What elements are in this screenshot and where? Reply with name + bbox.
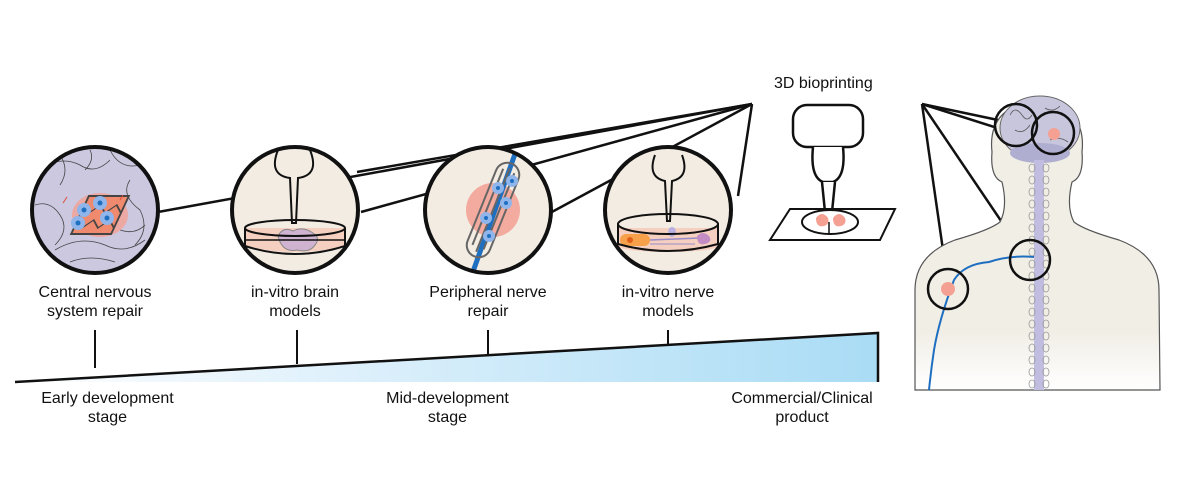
vertebra bbox=[1028, 163, 1036, 173]
brain-models-illustration bbox=[230, 145, 360, 275]
app-label-peripheral: Peripheral nerve repair bbox=[413, 283, 563, 321]
vertebra bbox=[1028, 187, 1036, 197]
cell-icons bbox=[480, 175, 518, 242]
vertebra bbox=[1042, 307, 1050, 317]
vertebra bbox=[1042, 319, 1050, 329]
vertebra bbox=[1028, 319, 1036, 329]
stage-label-line: stage bbox=[427, 409, 468, 426]
vertebra bbox=[1028, 295, 1036, 305]
app-label-nerve-models: in-vitro nerve models bbox=[593, 283, 743, 321]
app-label-line: Peripheral nerve bbox=[429, 284, 547, 301]
bioprinter-illustration bbox=[768, 103, 897, 241]
vertebra bbox=[1042, 295, 1050, 305]
vertebra bbox=[1028, 211, 1036, 221]
vertebra bbox=[1042, 235, 1050, 245]
human-body-illustration bbox=[914, 95, 1161, 391]
vertebra bbox=[1042, 379, 1050, 389]
vertebra bbox=[1028, 259, 1036, 269]
vertebrae bbox=[1028, 163, 1050, 389]
connector-brain-models-top bbox=[356, 102, 753, 174]
app-label-cns: Central nervous system repair bbox=[20, 283, 170, 321]
stage-label-line: Early development bbox=[41, 390, 174, 407]
vertebra bbox=[1028, 343, 1036, 353]
vertebra bbox=[1028, 307, 1036, 317]
vertebra bbox=[1042, 367, 1050, 377]
vertebra bbox=[1028, 283, 1036, 293]
stage-label-early: Early development stage bbox=[20, 389, 195, 427]
stage-label-line: Commercial/Clinical bbox=[731, 390, 873, 407]
brain-zoom-circle-2 bbox=[1030, 110, 1076, 156]
bioprinting-title: 3D bioprinting bbox=[774, 75, 873, 92]
stage-label-line: product bbox=[775, 409, 829, 426]
stage-label-line: stage bbox=[87, 409, 128, 426]
vertebra bbox=[1042, 199, 1050, 209]
app-label-line: repair bbox=[467, 303, 509, 320]
peripheral-nerve-path bbox=[928, 255, 1035, 391]
vertebra bbox=[1028, 175, 1036, 185]
peripheral-nerve-illustration bbox=[423, 145, 553, 275]
vertebra bbox=[1028, 367, 1036, 377]
stage-ticks bbox=[94, 330, 669, 368]
vertebra bbox=[1028, 331, 1036, 341]
spine-zoom-circle bbox=[1008, 238, 1052, 282]
vertebra bbox=[1042, 187, 1050, 197]
connector-nerve-models bbox=[736, 103, 754, 197]
app-label-brain-models: in-vitro brain models bbox=[220, 283, 370, 321]
vertebra bbox=[1028, 379, 1036, 389]
app-label-line: models bbox=[269, 303, 321, 320]
cns-repair-illustration bbox=[30, 145, 160, 275]
app-label-line: in-vitro nerve bbox=[621, 284, 715, 301]
app-label-line: models bbox=[642, 303, 694, 320]
vertebra bbox=[1042, 223, 1050, 233]
vertebra bbox=[1042, 283, 1050, 293]
vertebra bbox=[1028, 355, 1036, 365]
vertebra bbox=[1042, 163, 1050, 173]
vertebra bbox=[1042, 175, 1050, 185]
app-label-line: in-vitro brain bbox=[250, 284, 340, 301]
stage-label-mid: Mid-development stage bbox=[370, 389, 525, 427]
vertebra bbox=[1042, 355, 1050, 365]
brain-zoom-circle-1 bbox=[993, 102, 1039, 148]
stage-label-commercial: Commercial/Clinical product bbox=[712, 389, 892, 427]
arm-zoom-circle bbox=[926, 267, 970, 311]
stage-label-line: Mid-development bbox=[386, 390, 509, 407]
vertebra bbox=[1028, 223, 1036, 233]
nerve-models-illustration bbox=[603, 145, 733, 275]
vertebra bbox=[1042, 331, 1050, 341]
vertebra bbox=[1028, 199, 1036, 209]
spinal-cord bbox=[1034, 160, 1044, 390]
vertebra bbox=[1042, 343, 1050, 353]
cell-icons bbox=[71, 196, 114, 230]
app-label-line: system repair bbox=[46, 303, 144, 320]
vertebra bbox=[1042, 211, 1050, 221]
app-label-line: Central nervous bbox=[38, 284, 152, 301]
